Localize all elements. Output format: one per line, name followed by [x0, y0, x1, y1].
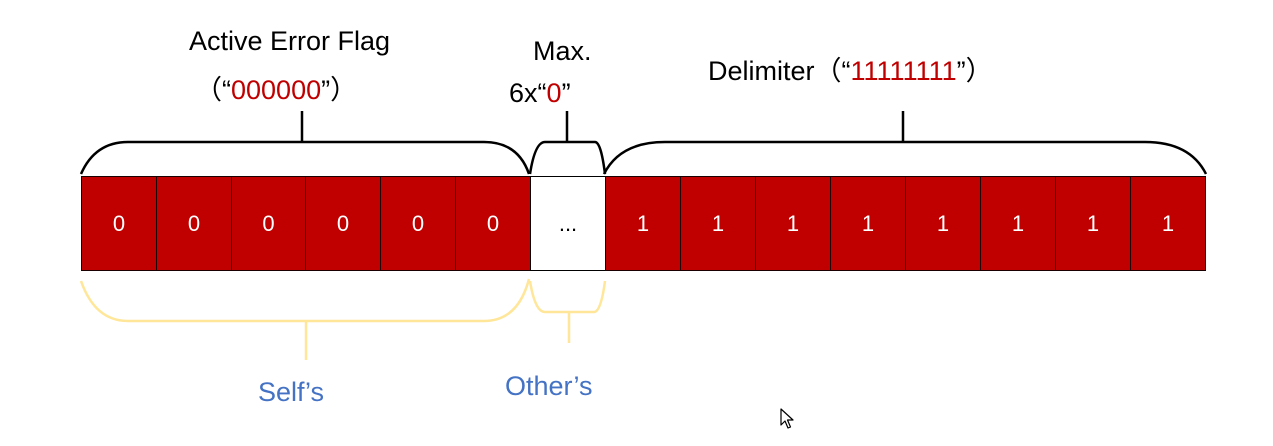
open-quote: “: [537, 78, 547, 108]
bit-cells-row: 0 0 0 0 0 0 ... 1 1 1 1 1 1 1 1: [81, 176, 1206, 271]
active-error-flag-label: Active Error Flag: [189, 26, 391, 56]
delimiter-bit-cell: 1: [605, 176, 681, 271]
mouse-cursor-icon: [780, 408, 794, 429]
gap-brace: [528, 111, 607, 175]
open-quote: （“: [814, 56, 851, 86]
selfs-brace: [79, 278, 531, 360]
close-quote: ”: [561, 78, 571, 108]
self-bit-cell: 0: [156, 176, 232, 271]
self-bit-cell: 0: [81, 176, 157, 271]
self-bit-cell: 0: [231, 176, 306, 271]
delimiter-text: Delimiter: [708, 56, 815, 86]
delimiter-bits-value: 11111111: [850, 56, 957, 86]
open-quote: （“: [195, 75, 231, 105]
max-bit-value: 0: [546, 78, 562, 108]
delimiter-bit-cell: 1: [1130, 176, 1206, 271]
max-prefix: 6x: [509, 78, 538, 108]
self-bit-cell: 0: [455, 176, 531, 271]
delimiter-brace: [602, 111, 1208, 175]
delimiter-label: Delimiter（“11111111”）: [708, 49, 993, 88]
self-bit-cell: 0: [380, 176, 456, 271]
max-count-label: 6x“0”: [509, 78, 571, 109]
others-label: Other’s: [505, 371, 593, 401]
active-error-flag-bits-label: （“000000”）: [195, 68, 357, 107]
active-flag-brace: [79, 111, 531, 175]
delimiter-bit-cell: 1: [830, 176, 906, 271]
delimiter-bit-cell: 1: [905, 176, 981, 271]
self-bit-cell: 0: [305, 176, 381, 271]
close-quote: ”）: [321, 75, 358, 105]
max-label: Max.: [533, 36, 592, 66]
close-quote: ”）: [956, 56, 993, 86]
delimiter-bit-cell: 1: [680, 176, 756, 271]
other-bits-cell: ...: [530, 176, 606, 271]
delimiter-bit-cell: 1: [1055, 176, 1131, 271]
active-bits-value: 000000: [231, 75, 322, 105]
delimiter-bit-cell: 1: [755, 176, 831, 271]
others-brace: [528, 280, 607, 343]
delimiter-bit-cell: 1: [980, 176, 1056, 271]
selfs-label: Self’s: [258, 377, 325, 407]
